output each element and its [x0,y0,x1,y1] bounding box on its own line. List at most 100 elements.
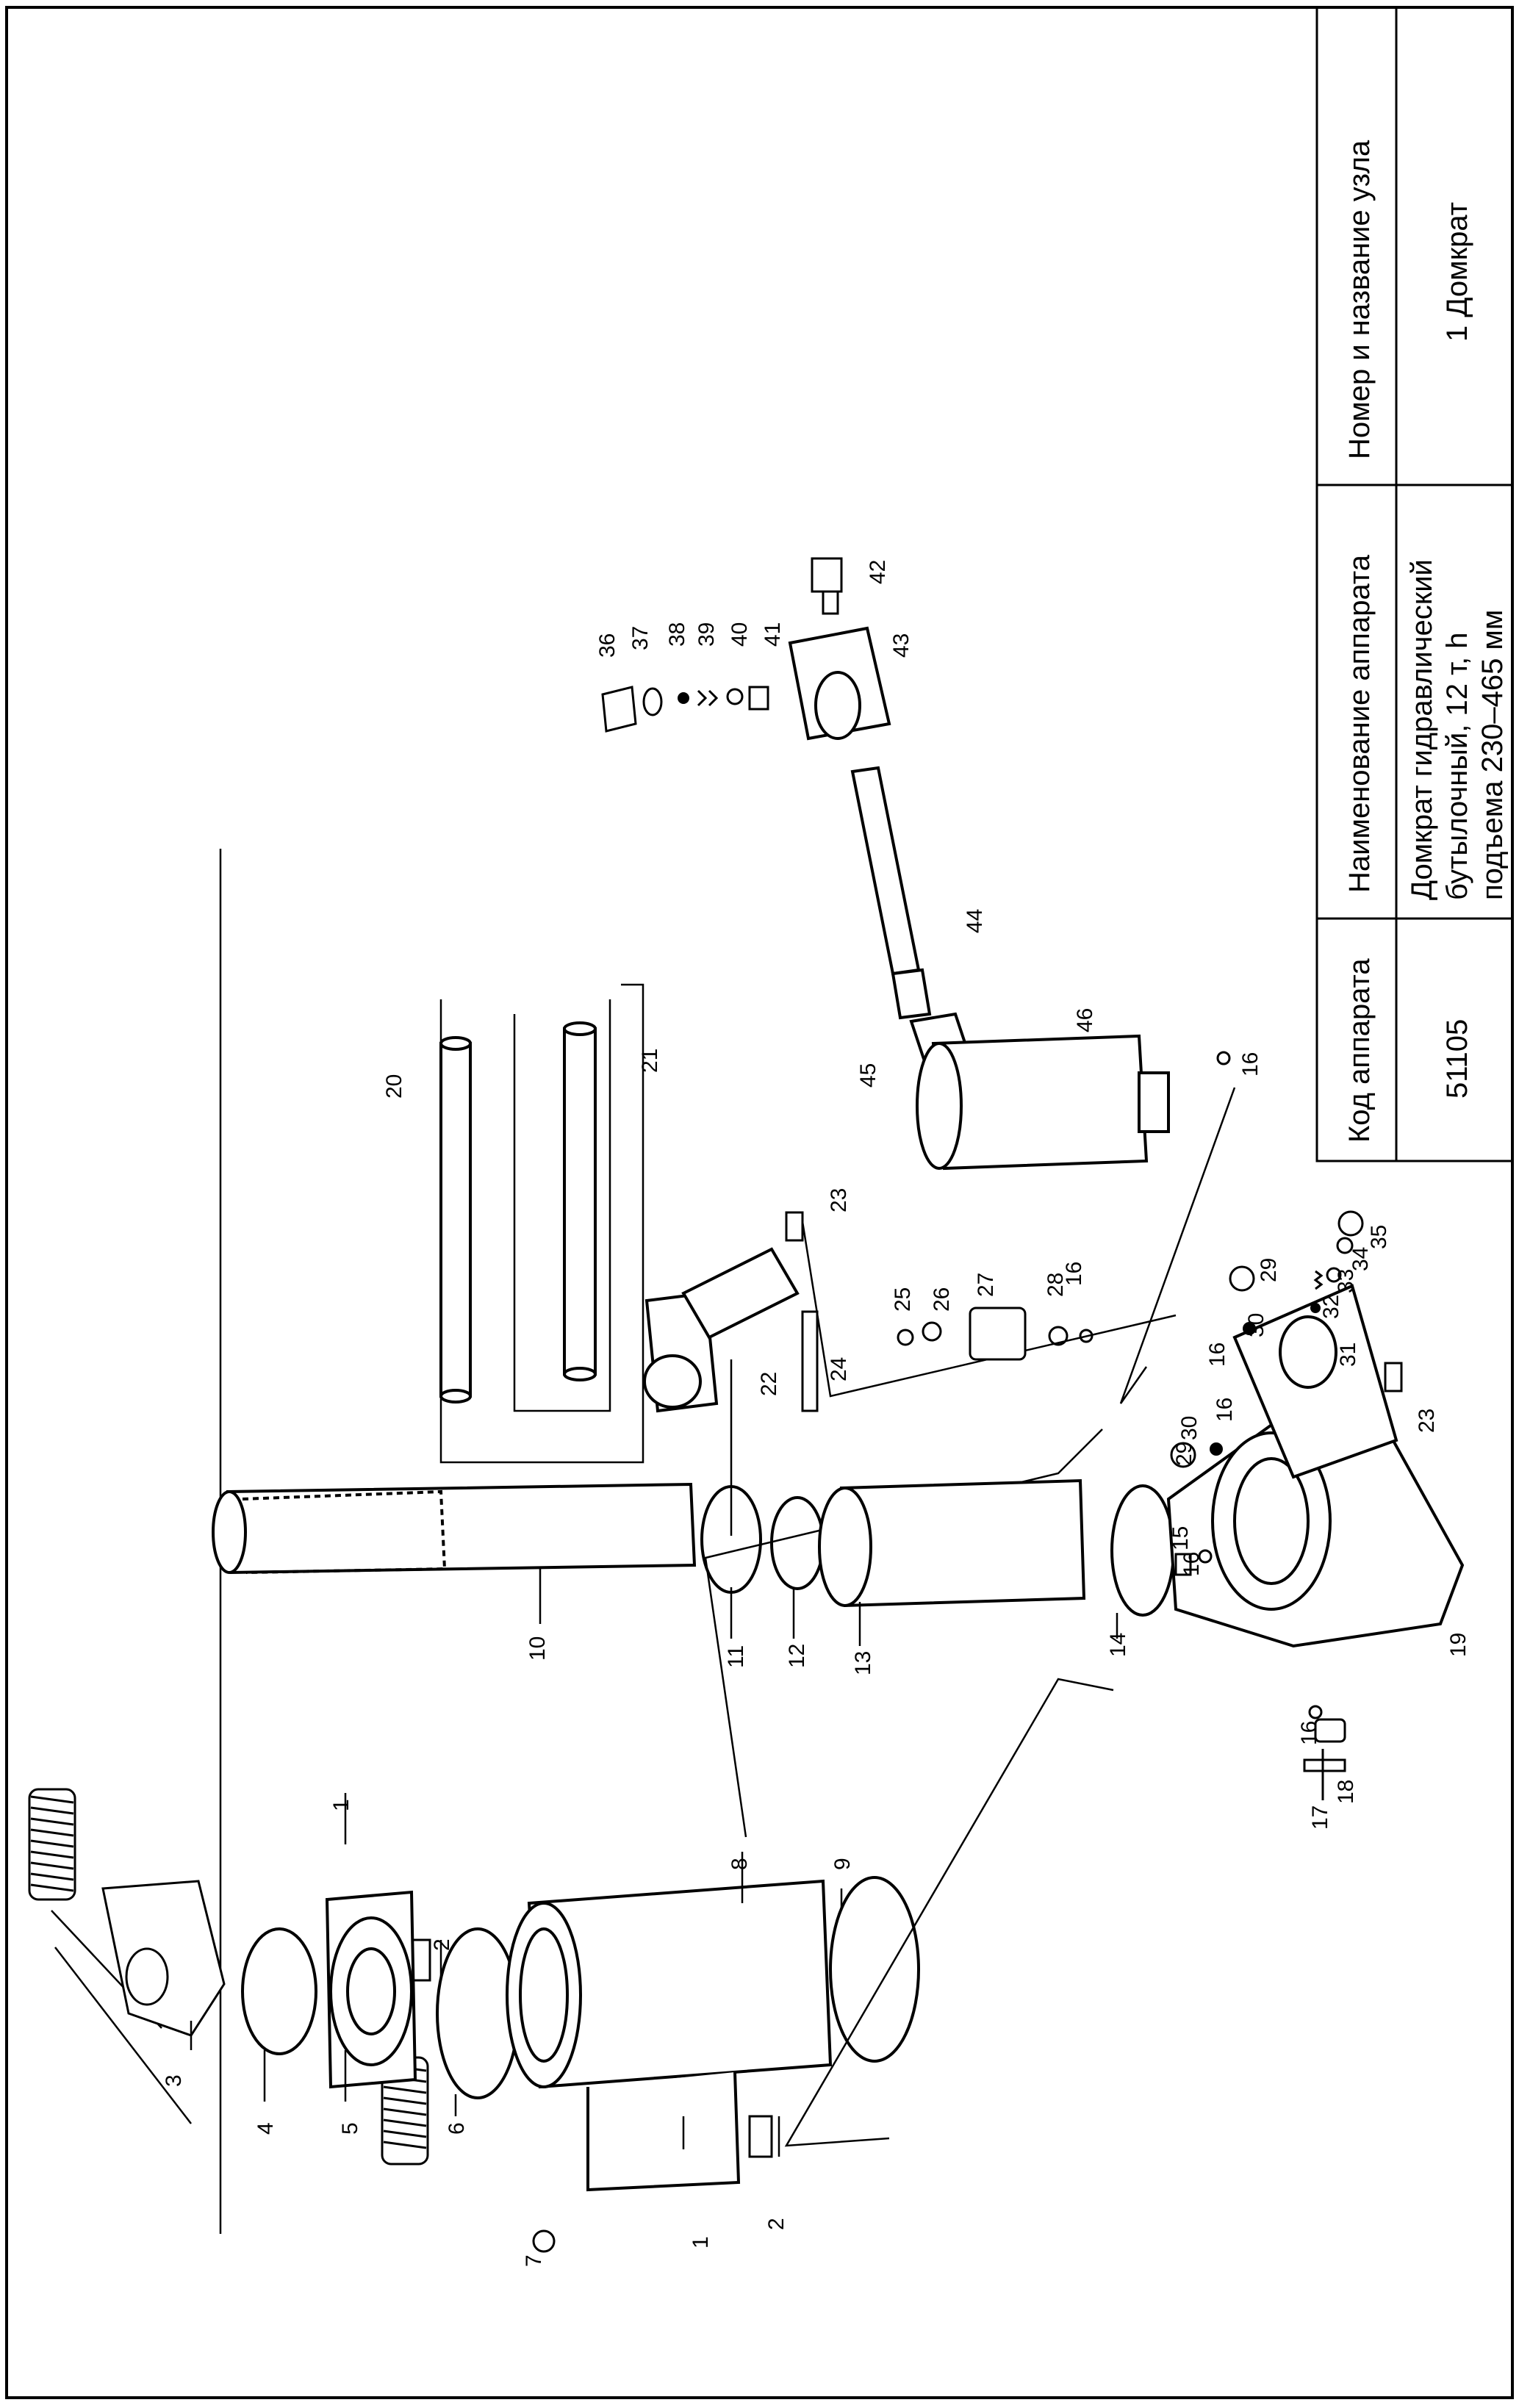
ball-part-30-top [1243,1322,1256,1335]
part-number-callout: 41 [761,622,785,647]
cap-part-36 [601,686,637,733]
part-number-callout: 16 [1179,1551,1204,1576]
part-number-callout: 43 [889,633,913,658]
title-block [1315,6,1514,1162]
part-number-callout: 2 [764,2218,789,2230]
fitting-part-42 [811,557,843,615]
handle-part-20 [439,1036,472,1404]
part-number-callout: 31 [1336,1342,1360,1367]
part-number-callout: 14 [1106,1632,1130,1657]
part-number-callout: 45 [856,1063,880,1088]
washer-part-16-d [1079,1329,1094,1343]
part-number-callout: 5 [338,2122,362,2135]
part-number-callout: 21 [638,1048,662,1073]
header-name: Наименование аппарата [1343,555,1376,893]
part-number-callout: 28 [1044,1272,1068,1297]
part-number-callout: 20 [382,1074,406,1099]
apparatus-name-line-2: бутылочный, 12 т, h [1441,632,1473,900]
ring-part-28 [1048,1326,1069,1346]
part-number-callout: 24 [827,1356,851,1381]
ball-part-31 [1310,1303,1321,1313]
sleeve-part-27 [969,1307,1027,1361]
cylinder-part-8 [506,1879,833,2192]
part-number-callout: 30 [1177,1415,1202,1440]
valve-body-part-43 [788,626,891,741]
hose-part-44 [850,766,932,1020]
header-unit: Номер и название узла [1343,140,1376,459]
unit-name: 1 Домкрат [1441,201,1473,342]
ball-part-30-bottom [1210,1442,1223,1456]
part-number-callout: 16 [1205,1342,1229,1367]
plug-part-35 [1337,1210,1364,1237]
ring-part-6 [436,1927,520,2099]
part-number-callout: 29 [1257,1257,1281,1282]
part-number-callout: 16 [1238,1052,1263,1077]
plug-part-29-top [1229,1265,1255,1292]
part-number-callout: 4 [254,2122,278,2135]
part-number-callout: 18 [1334,1779,1358,1804]
tube-part-13 [818,1478,1086,1608]
part-number-callout: 29 [1172,1441,1196,1466]
part-number-callout: 36 [595,633,620,658]
part-number-callout: 38 [665,622,689,647]
part-number-callout: 17 [1308,1805,1332,1830]
plunger-part-24 [801,1310,819,1412]
part-number-callout: 46 [1073,1007,1097,1032]
part-number-callout: 1 [689,2236,713,2249]
screw-part-15 [1174,1553,1192,1576]
washer-part-16-a [1198,1549,1213,1564]
part-number-callout: 9 [830,1858,855,1870]
pin-part-23-top [785,1211,804,1242]
part-number-callout: 15 [1168,1525,1193,1550]
spring-part-32 [1313,1270,1324,1290]
pin-part-23-bottom [1384,1362,1403,1392]
apparatus-name-line-1: Домкрат гидравлический [1406,559,1438,900]
washer-part-40 [726,688,744,705]
part-number-callout: 2 [430,1938,454,1951]
part-number-callout: 12 [785,1643,809,1668]
part-number-callout: 44 [963,908,987,933]
seal-part-25 [897,1329,914,1346]
nut-part-5 [325,1890,417,2089]
part-number-callout: 8 [728,1858,752,1870]
pump-cylinder-part-46 [916,1034,1170,1171]
washer-part-16-b [1308,1705,1323,1719]
release-screw-part-17-18 [1303,1718,1346,1800]
part-number-callout: 40 [728,622,752,647]
ring-part-14 [1110,1484,1175,1617]
part-number-callout: 16 [1213,1397,1237,1422]
part-number-callout: 27 [974,1272,998,1297]
washer-part-26 [922,1321,942,1342]
part-number-callout: 23 [827,1187,851,1212]
spring-part-39 [697,689,719,707]
pump-body [1232,1284,1398,1479]
part-number-callout: 35 [1367,1224,1391,1249]
ring-part-12 [770,1496,825,1590]
part-number-callout: 7 [522,2254,546,2267]
part-number-callout: 42 [866,559,890,584]
part-number-callout: 3 [162,2074,186,2087]
small-nut-part-7 [532,2229,556,2253]
part-number-callout: 30 [1244,1312,1268,1337]
callout-leaders [190,1569,1118,2157]
part-number-callout: 23 [1415,1408,1439,1433]
hook-part-2-bottom [748,2115,773,2158]
ring-part-37 [642,687,663,716]
part-number-callout: 39 [694,622,719,647]
handle-part-21 [563,1021,597,1381]
ring-part-4 [241,1927,317,2055]
part-number-callout: 22 [757,1371,781,1396]
apparatus-name-line-3: подъема 230–465 мм [1476,609,1509,900]
apparatus-code: 51105 [1441,1018,1473,1099]
part-number-callout: 11 [724,1645,748,1668]
screw-part-41 [748,686,769,711]
part-number-callout: 10 [525,1636,550,1661]
header-code: Код аппарата [1343,958,1376,1143]
ring-part-9 [829,1876,920,2063]
part-number-callout: 6 [445,2122,469,2135]
part-number-callout: 37 [628,625,653,650]
part-number-callout: 1 [329,1799,353,1811]
ring-part-34 [1336,1237,1354,1254]
